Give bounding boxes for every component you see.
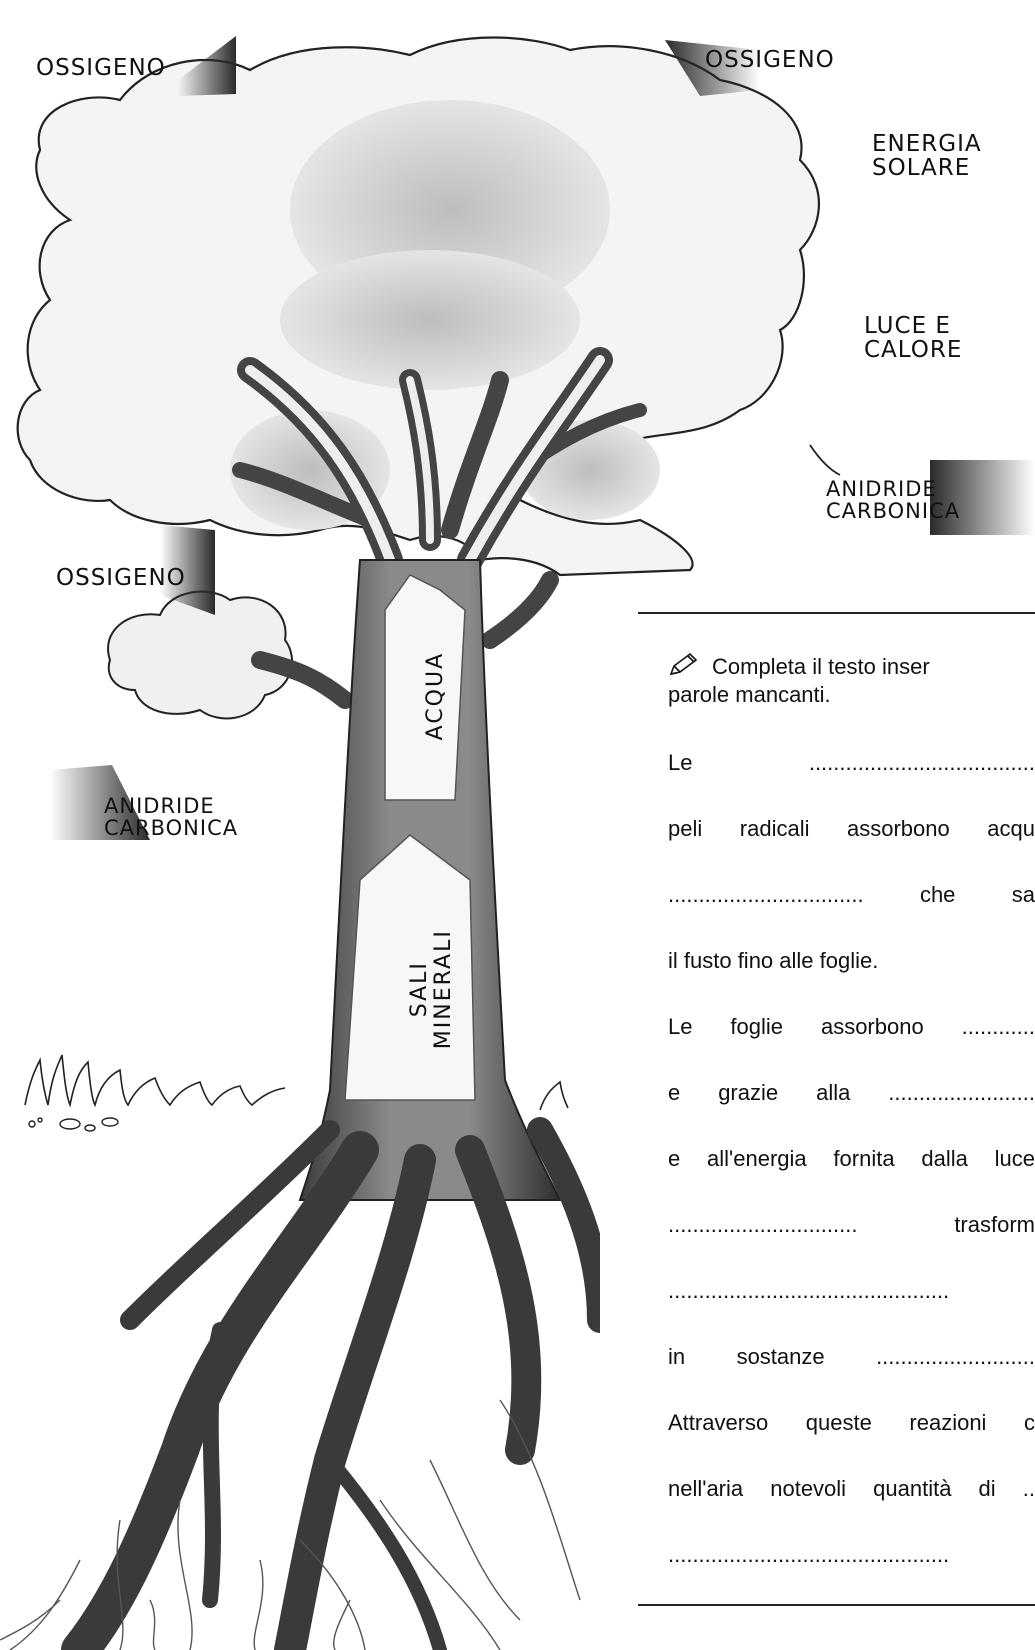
energy-ray bbox=[810, 445, 840, 475]
top-rule bbox=[638, 612, 1035, 614]
exercise-line: ............................... trasform bbox=[668, 1212, 1035, 1238]
exercise-line: Attraverso queste reazioni c bbox=[668, 1410, 1035, 1436]
label-sali-minerali: SALI MINERALI bbox=[408, 929, 456, 1049]
label-carbonica: CARBONICA bbox=[826, 500, 960, 522]
label-energia: ENERGIA bbox=[872, 132, 982, 156]
label-luce-calore: LUCE E CALORE bbox=[864, 314, 962, 362]
exercise-line: ........................................… bbox=[668, 1278, 1035, 1304]
roots bbox=[80, 1130, 600, 1650]
exercise-panel: Completa il testo inser parole mancanti.… bbox=[600, 576, 1035, 1650]
instruction: Completa il testo inser parole mancanti. bbox=[668, 652, 1035, 709]
label-anidride: ANIDRIDE bbox=[104, 795, 238, 817]
label-carbonica: CARBONICA bbox=[104, 817, 238, 839]
label-calore: CALORE bbox=[864, 338, 962, 362]
label-ossigeno-top-left: OSSIGENO bbox=[36, 56, 166, 80]
exercise-line: peli radicali assorbono acqu bbox=[668, 816, 1035, 842]
exercise-line: ................................ che sa bbox=[668, 882, 1035, 908]
exercise-line: il fusto fino alle foglie. bbox=[668, 948, 1035, 974]
exercise-line: e all'energia fornita dalla luce bbox=[668, 1146, 1035, 1172]
exercise-line: ........................................… bbox=[668, 1542, 1035, 1568]
label-anidride-right: ANIDRIDE CARBONICA bbox=[826, 478, 960, 522]
exercise-line: Le ..................................... bbox=[668, 750, 1035, 776]
label-solare: SOLARE bbox=[872, 156, 982, 180]
label-ossigeno-mid-left: OSSIGENO bbox=[56, 566, 186, 590]
label-ossigeno-top-right: OSSIGENO bbox=[705, 48, 835, 72]
label-energia-solare: ENERGIA SOLARE bbox=[872, 132, 982, 180]
label-sali: SALI bbox=[408, 929, 432, 1049]
exercise-line: nell'aria notevoli quantità di .. bbox=[668, 1476, 1035, 1502]
exercise-line: Le foglie assorbono ............ bbox=[668, 1014, 1035, 1040]
exercise-line: in sostanze .......................... bbox=[668, 1344, 1035, 1370]
foliage-cluster bbox=[280, 250, 580, 390]
pebbles bbox=[29, 1118, 118, 1131]
label-minerali: MINERALI bbox=[432, 929, 456, 1049]
instruction-line-1: Completa il testo inser bbox=[712, 654, 930, 679]
label-anidride: ANIDRIDE bbox=[826, 478, 960, 500]
instruction-line-2: parole mancanti. bbox=[668, 682, 831, 707]
label-acqua: ACQUA bbox=[424, 646, 448, 746]
exercise-line: e grazie alla ........................ bbox=[668, 1080, 1035, 1106]
label-luce: LUCE E bbox=[864, 314, 962, 338]
bottom-rule bbox=[638, 1604, 1035, 1606]
pencil-icon bbox=[668, 652, 698, 678]
label-anidride-left: ANIDRIDE CARBONICA bbox=[104, 795, 238, 839]
